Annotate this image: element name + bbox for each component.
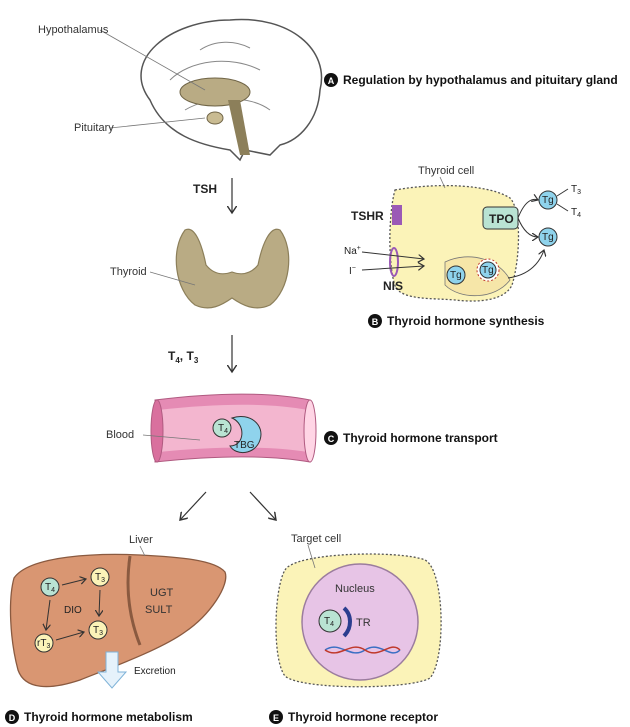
section-c-title: Thyroid hormone transport	[343, 431, 498, 445]
nis-label: NIS	[383, 279, 403, 293]
branch-arrow-target	[250, 492, 276, 520]
section-d-title: Thyroid hormone metabolism	[24, 710, 193, 724]
tshr-receptor	[392, 205, 402, 225]
ugt-label: UGT	[150, 587, 174, 599]
section-a-title: Regulation by hypothalamus and pituitary…	[343, 73, 618, 87]
target-cell-label: Target cell	[291, 533, 341, 545]
hypothalamus-label: Hypothalamus	[38, 24, 109, 36]
tshr-label: TSHR	[351, 209, 384, 223]
tr-label: TR	[356, 617, 371, 629]
tg-node-1-label: Tg	[450, 270, 462, 281]
t3-output-label: T3	[571, 184, 581, 196]
section-a-letter: A	[328, 76, 335, 86]
blood-label: Blood	[106, 429, 134, 441]
section-b-letter: B	[372, 317, 379, 327]
tg-node-2-label: Tg	[482, 265, 494, 276]
thyroid-gland	[176, 229, 288, 308]
thyroid-cell-label: Thyroid cell	[418, 165, 474, 177]
liver-label: Liver	[129, 534, 153, 546]
section-e-title: Thyroid hormone receptor	[288, 710, 438, 724]
section-c-letter: C	[328, 434, 335, 444]
dio-label: DIO	[64, 605, 82, 616]
section-d-letter: D	[9, 713, 16, 723]
branch-arrow-liver	[180, 492, 206, 520]
tpo-arrow-down	[518, 218, 538, 237]
sodium-label: Na+	[344, 245, 361, 257]
brain-illustration	[141, 20, 321, 160]
thyroid-label: Thyroid	[110, 266, 147, 278]
sult-label: SULT	[145, 604, 173, 616]
t4-output-label: T4	[571, 207, 581, 219]
excretion-label: Excretion	[134, 666, 176, 677]
t4-branch	[557, 204, 568, 211]
tbg-label: TBG	[234, 440, 255, 451]
tg-node-4-label: Tg	[542, 232, 554, 243]
section-e-letter: E	[273, 713, 279, 723]
tg-node-3-label: Tg	[542, 195, 554, 206]
section-b-title: Thyroid hormone synthesis	[387, 314, 545, 328]
tsh-label: TSH	[193, 182, 217, 196]
iodide-label: I−	[349, 265, 356, 277]
blood-vessel	[151, 394, 316, 462]
tpo-label: TPO	[489, 212, 514, 226]
t4t3-label: T4, T3	[168, 349, 199, 365]
pituitary-label: Pituitary	[74, 122, 114, 134]
t3-branch	[557, 189, 568, 196]
tpo-arrow-up	[518, 199, 538, 218]
nucleus-label: Nucleus	[335, 583, 375, 595]
